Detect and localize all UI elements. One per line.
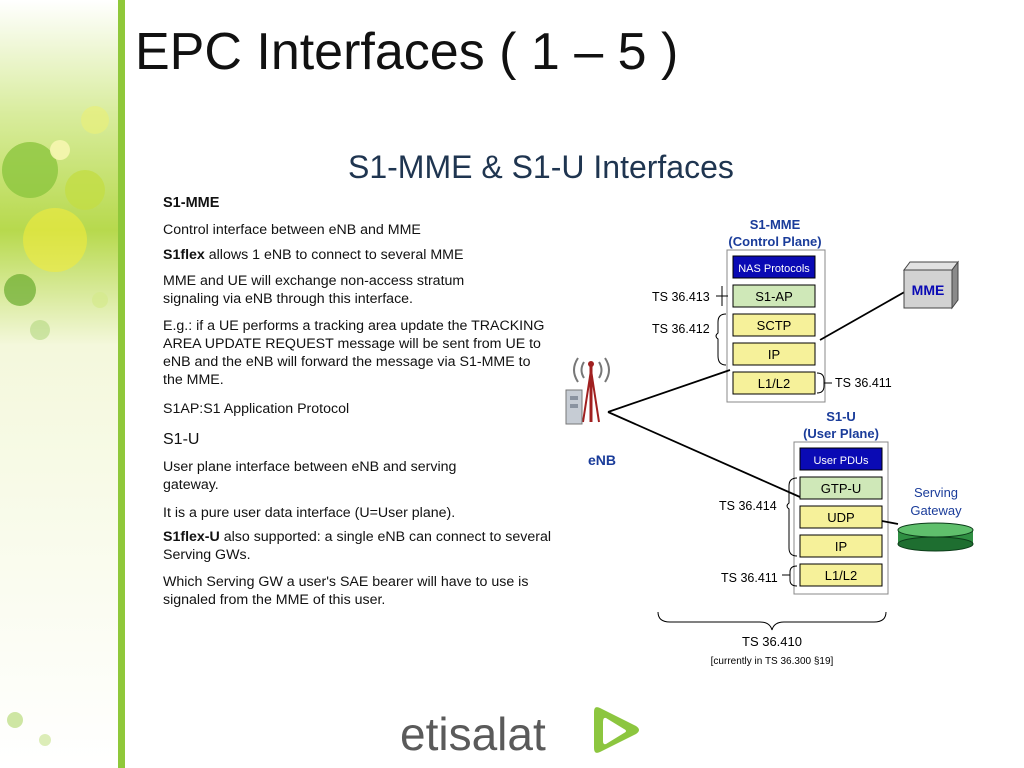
s1mme-paragraph-2: S1flex allows 1 eNB to connect to severa… <box>163 246 563 264</box>
up-ip-label: IP <box>835 539 847 554</box>
cp-s1ap-label: S1-AP <box>755 289 793 304</box>
enb-label: eNB <box>588 452 616 468</box>
cp-nas-label: NAS Protocols <box>738 263 810 275</box>
enb-to-mme-line <box>607 289 909 413</box>
s1flex-u-description: also supported: a single eNB can connect… <box>163 529 552 563</box>
cp-title: S1-MME <box>750 217 801 232</box>
ts-36413-label: TS 36.413 <box>652 290 710 304</box>
up-gtpu-box <box>799 476 883 500</box>
ts-36411-cp-label: TS 36.411 <box>835 376 892 390</box>
cp-l1l2-label: L1/L2 <box>758 376 791 391</box>
slide-title: EPC Interfaces ( 1 – 5 ) <box>135 23 679 81</box>
ts-36412-label: TS 36.412 <box>652 322 710 336</box>
s1mme-paragraph-3: MME and UE will exchange non-access stra… <box>163 273 465 307</box>
ts-36411-up-bracket <box>782 565 798 587</box>
s1mme-heading: S1-MME <box>163 195 220 211</box>
sgw-label-line-1: Serving <box>914 485 958 500</box>
decorative-floral-strip <box>0 0 128 768</box>
up-ip-box <box>799 534 883 558</box>
cp-nas-box <box>732 255 816 279</box>
cp-ip-label: IP <box>768 347 780 362</box>
up-l1l2-box <box>799 563 883 587</box>
mme-server-icon <box>903 260 959 310</box>
up-subtitle: (User Plane) <box>803 426 879 441</box>
s1mme-paragraph-4: E.g.: if a UE performs a tracking area u… <box>163 318 545 388</box>
ts-36414-bracket <box>786 477 798 557</box>
s1flex-term: S1flex <box>163 247 205 263</box>
up-udp-label: UDP <box>827 510 854 525</box>
etisalat-mark-icon <box>594 707 639 753</box>
diagram-subtitle: S1-MME & S1-U Interfaces <box>348 149 734 185</box>
ts-36410-label: TS 36.410 <box>742 634 802 649</box>
enb-antenna-icon <box>565 357 610 425</box>
cp-ip-box <box>732 342 816 366</box>
mme-label: MME <box>912 282 945 298</box>
up-pdu-box <box>799 447 883 471</box>
s1u-heading: S1-U <box>163 431 200 448</box>
s1mme-paragraph-1: Control interface between eNB and MME <box>163 222 421 238</box>
ts-36413-pointer <box>716 286 728 306</box>
etisalat-logo: etisalat <box>400 707 639 760</box>
cp-subtitle: (Control Plane) <box>728 234 821 249</box>
cp-sctp-box <box>732 313 816 337</box>
serving-gateway-icon <box>897 522 974 552</box>
cp-s1ap-box <box>732 284 816 308</box>
up-gtpu-label: GTP-U <box>821 481 861 496</box>
ts-36412-bracket <box>715 313 727 366</box>
ts-36411-up-label: TS 36.411 <box>721 571 778 585</box>
ts-36410-brace <box>657 611 887 631</box>
sgw-label-line-2: Gateway <box>910 503 962 518</box>
cp-sctp-label: SCTP <box>757 318 792 333</box>
s1flex-description: allows 1 eNB to connect to several MME <box>204 247 464 263</box>
s1u-paragraph-3: S1flex-U also supported: a single eNB ca… <box>163 528 558 564</box>
s1u-paragraph-4: Which Serving GW a user's SAE bearer wil… <box>163 574 529 608</box>
ts-36414-label: TS 36.414 <box>719 499 777 513</box>
ts-36410-note: [currently in TS 36.300 §19] <box>711 656 834 667</box>
cp-l1l2-box <box>732 371 816 395</box>
etisalat-wordmark: etisalat <box>400 708 546 760</box>
up-title: S1-U <box>826 409 856 424</box>
s1flex-u-term: S1flex-U <box>163 529 220 545</box>
s1mme-paragraph-5: S1AP:S1 Application Protocol <box>163 401 350 417</box>
protocol-stack-diagram: S1-MME (Control Plane) NAS Protocols S1-… <box>565 217 974 667</box>
up-l1l2-label: L1/L2 <box>825 568 858 583</box>
green-divider-bar <box>118 0 125 768</box>
up-udp-box <box>799 505 883 529</box>
s1u-paragraph-1: User plane interface between eNB and ser… <box>163 459 457 493</box>
ts-36411-cp-bracket <box>816 372 832 394</box>
enb-to-sgw-line <box>607 411 899 525</box>
s1u-paragraph-2: It is a pure user data interface (U=User… <box>163 505 456 521</box>
up-pdu-label: User PDUs <box>813 455 869 467</box>
